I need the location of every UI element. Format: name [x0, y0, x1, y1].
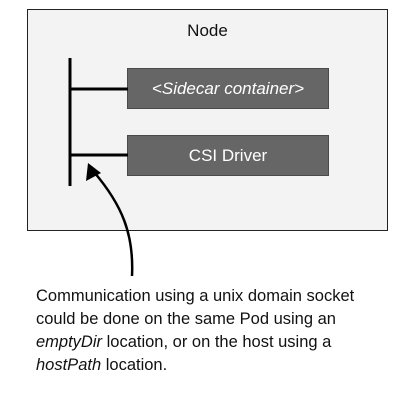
- sidecar-container-label: <Sidecar container>: [151, 78, 305, 98]
- note-text-part3: location.: [101, 356, 168, 374]
- node-box: Node: [27, 9, 388, 231]
- note-text-part2: location, or on the host using a: [102, 333, 332, 351]
- note-emptydir: emptyDir: [36, 333, 103, 351]
- pointer-arrowhead: [86, 163, 101, 181]
- csi-driver-label: CSI Driver: [188, 145, 268, 165]
- note-text-part1: Communication using a unix domain socket…: [36, 287, 355, 328]
- node-title: Node: [187, 21, 228, 40]
- note-hostpath: hostPath: [36, 356, 102, 374]
- pointer-arrow-curve: [93, 171, 134, 277]
- communication-note: Communication using a unix domain socket…: [36, 285, 396, 377]
- sidecar-container-box: <Sidecar container>: [127, 68, 329, 109]
- csi-driver-box: CSI Driver: [127, 135, 329, 176]
